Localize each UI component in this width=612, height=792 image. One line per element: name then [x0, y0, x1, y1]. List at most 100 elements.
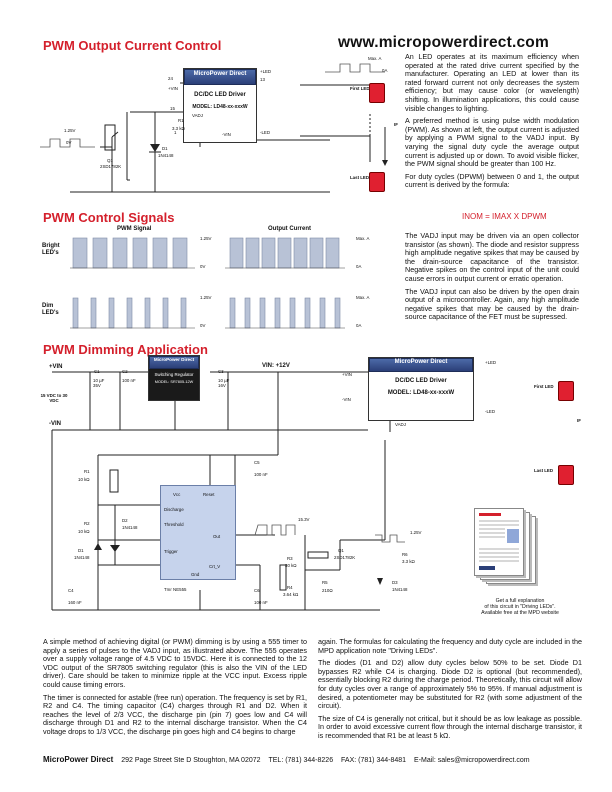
c3-value: 10 µF 16V: [218, 378, 230, 388]
app-q1-label: Q1: [338, 548, 344, 553]
app-driver-subtitle: DC/DC LED Driver: [395, 378, 447, 384]
caption-line-3[interactable]: Available free at the MPD website: [481, 610, 559, 617]
sig-low-label: 0V: [66, 140, 72, 145]
intro-paragraph-1: An LED operates at its maximum efficienc…: [405, 52, 579, 113]
app-vdc-range: 15 VDC to 30 VDC: [40, 393, 68, 403]
driver-model: MODEL: LD48-xx-xxxW: [192, 103, 248, 110]
bottom-left-paragraph-1: A simple method of achieving digital (or…: [43, 637, 307, 689]
reg-model: MODEL: SR7805-12W: [154, 380, 194, 384]
bottom-right-paragraph-1: again. The formulas for calculating the …: [318, 637, 582, 655]
pin-led-label: +LED: [260, 69, 272, 74]
bright-leds-label: Bright LED's: [42, 243, 60, 256]
c1-value: 10 µF 35V: [93, 378, 105, 388]
c2-value: 100 nF: [122, 378, 136, 383]
pwm-waveforms: [70, 237, 345, 329]
app-note-caption: Get a full explanation of this circuit i…: [470, 598, 570, 617]
app-r6-value: 3.3 kΩ: [402, 559, 415, 564]
reg-brand: MicroPower Direct: [149, 356, 199, 369]
app-r1-value: 10 kΩ: [78, 477, 90, 482]
footer-fax: FAX: (781) 344-8481: [341, 757, 407, 764]
dim-v-high: 1.25V: [200, 295, 212, 300]
driver-brand: MicroPower Direct: [184, 69, 256, 85]
c4-value: 160 nF: [68, 600, 82, 605]
dim-max: Max. A: [356, 295, 370, 300]
first-led-label: First LED: [350, 86, 370, 91]
zero-a-label: 0A: [382, 68, 388, 73]
app-d2-value: 1N4148: [122, 525, 138, 530]
app-pin-neg: -LED: [485, 409, 496, 414]
first-led: [369, 83, 385, 103]
pin-led-num: 13: [260, 77, 265, 82]
pin-neg-label: -LED: [260, 130, 271, 135]
app-last-led-label: Last LED: [534, 468, 554, 473]
pin-discharge: Discharge: [164, 507, 184, 512]
app-pin-gnd: -VIN: [342, 397, 351, 402]
dim-v-low: 0V: [200, 323, 206, 328]
app-vin12: VIN: +12V: [262, 363, 290, 369]
vadj-voltage: 1.25V: [410, 530, 422, 535]
app-d1-label: D1: [78, 548, 84, 553]
c6-value: 100 nF: [254, 600, 268, 605]
intro-paragraph-2: A preferred method is using pulse width …: [405, 116, 579, 169]
switching-regulator: MicroPower Direct Switching Regulator MO…: [148, 355, 200, 401]
intro-paragraph-3: For duty cycles (DPWM) between 0 and 1, …: [405, 171, 579, 190]
timer-label: Tmr NE555: [164, 587, 187, 592]
max-a-label: Max. A: [368, 56, 382, 61]
app-r3-value: 30 kΩ: [285, 563, 297, 568]
footer-tel: TEL: (781) 344-8226: [268, 757, 334, 764]
app-d1-value: 1N4148: [74, 555, 90, 560]
pwm-signal-heading: PWM Signal: [117, 226, 152, 232]
pin-vadj-label: VADJ: [192, 113, 203, 118]
app-note-thumbnail[interactable]: [474, 508, 524, 576]
section-title-pwm-dimming: PWM Dimming Application: [43, 342, 208, 357]
app-driver-model: MODEL: LD48-xx-xxxW: [387, 389, 455, 396]
bottom-left-text: A simple method of achieving digital (or…: [43, 637, 307, 741]
app-last-led: [558, 465, 574, 485]
footer-email[interactable]: E-Mail: sales@micropowerdirect.com: [414, 757, 530, 764]
pin-gnd555: Gnd: [191, 572, 200, 577]
app-first-led: [558, 381, 574, 401]
out-voltage: 15.3V: [298, 517, 310, 522]
output-current-heading: Output Current: [268, 226, 311, 232]
c6-label: C6: [254, 588, 260, 593]
c3-label: C3: [218, 369, 224, 374]
driver-subtitle: DC/DC LED Driver: [194, 92, 246, 98]
vadj-text: The VADJ input may be driven via an open…: [405, 231, 579, 326]
app-pin-vadj: VADJ: [395, 422, 406, 427]
bottom-left-paragraph-2: The timer is connected for astable (free…: [43, 692, 307, 736]
dim-zero: 0A: [356, 323, 362, 328]
app-r2-value: 10 kΩ: [78, 529, 90, 534]
vadj-paragraph-2: The VADJ input can also be driven by the…: [405, 286, 579, 322]
pin-vin-label: +VIN: [168, 86, 178, 91]
website-url[interactable]: www.micropowerdirect.com: [338, 34, 549, 51]
pin-vadj-num: 15: [170, 106, 175, 111]
bright-v-high: 1.25V: [200, 236, 212, 241]
c4-label: C4: [68, 588, 74, 593]
app-r6-label: R6: [402, 552, 408, 557]
last-led: [369, 172, 385, 192]
app-r1-label: R1: [84, 469, 90, 474]
bottom-right-text: again. The formulas for calculating the …: [318, 637, 582, 745]
current-formula: INOM = IMAX X DPWM: [462, 212, 547, 221]
app-d3-value: 1N4148: [392, 587, 408, 592]
section-title-pwm-signals: PWM Control Signals: [43, 210, 175, 225]
d1-value: 1N4148: [158, 153, 174, 158]
last-led-label: Last LED: [350, 175, 370, 180]
app-driver-brand: MicroPower Direct: [369, 358, 473, 372]
dim-leds-label: Dim LED's: [42, 303, 59, 316]
pin-gnd-label: -VIN: [222, 132, 231, 137]
d1-label: D1: [162, 146, 168, 151]
caption-line-1: Get a full explanation: [495, 598, 545, 604]
sig-high-label: 1.25V: [64, 128, 76, 133]
c5-label: C5: [254, 460, 260, 465]
bottom-right-paragraph-2: The diodes (D1 and D2) allow duty cycles…: [318, 658, 582, 711]
app-pin-vin: +VIN: [342, 372, 352, 377]
bright-max: Max. A: [356, 236, 370, 241]
footer: MicroPower Direct 292 Page Street Ste D …: [43, 755, 583, 764]
r1-value: 3.3 kΩ: [172, 126, 185, 131]
pin-vcc: Vcc: [173, 492, 181, 497]
app-r2-label: R2: [84, 521, 90, 526]
q1-label: Q1: [107, 158, 113, 163]
app-d3-label: D3: [392, 580, 398, 585]
section-title-pwm-output: PWM Output Current Control: [43, 38, 222, 53]
